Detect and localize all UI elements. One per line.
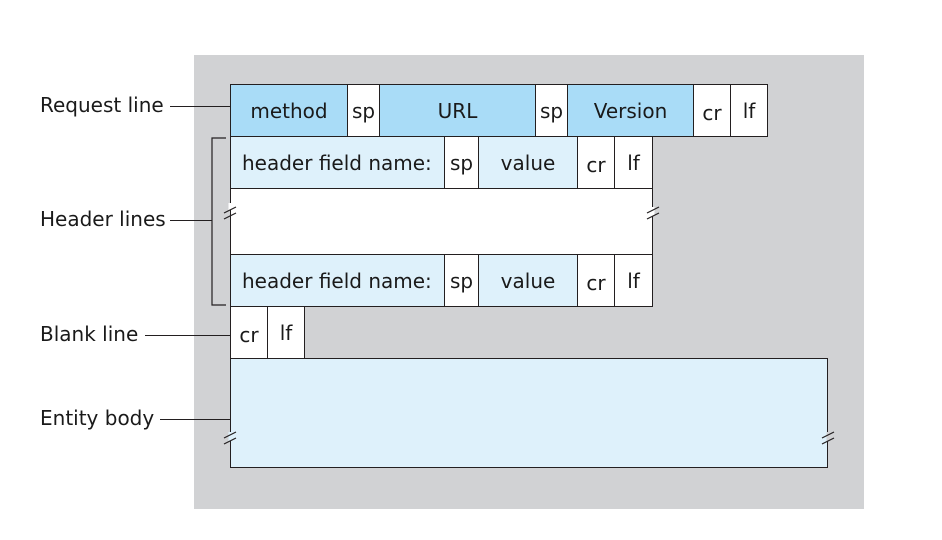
header-field-name-cell: header field name: — [230, 254, 445, 307]
header-lf-cell: lf — [614, 254, 653, 307]
request-line-leader — [170, 106, 231, 107]
break-mark-right — [646, 206, 660, 220]
break-mark-left — [223, 431, 237, 445]
entity-body-label: Entity body — [40, 406, 155, 430]
entity-body-leader — [160, 419, 231, 420]
request-cr-cell: cr — [693, 84, 731, 137]
header-lines-gap — [230, 188, 653, 255]
header-sp-cell: sp — [444, 136, 479, 189]
blank-lf-cell: lf — [267, 306, 305, 359]
header-lf-cell: lf — [614, 136, 653, 189]
header-value-cell: value — [478, 136, 578, 189]
header-field-name-cell: header field name: — [230, 136, 445, 189]
method-cell: method — [230, 84, 348, 137]
request-line-label: Request line — [40, 93, 164, 117]
entity-body-box — [230, 358, 828, 468]
header-sp-cell: sp — [444, 254, 479, 307]
header-cr-cell: cr — [577, 136, 615, 189]
header-lines-label: Header lines — [40, 207, 166, 231]
header-lines-bracket — [211, 137, 226, 306]
break-mark-left — [223, 203, 237, 220]
request-sp-cell-1: sp — [347, 84, 380, 137]
request-lf-cell: lf — [730, 84, 768, 137]
break-mark-right — [821, 431, 835, 445]
header-lines-leader — [170, 220, 212, 221]
blank-cr-cell: cr — [230, 306, 268, 359]
header-value-cell: value — [478, 254, 578, 307]
blank-line-leader — [145, 335, 231, 336]
blank-line-label: Blank line — [40, 322, 139, 346]
